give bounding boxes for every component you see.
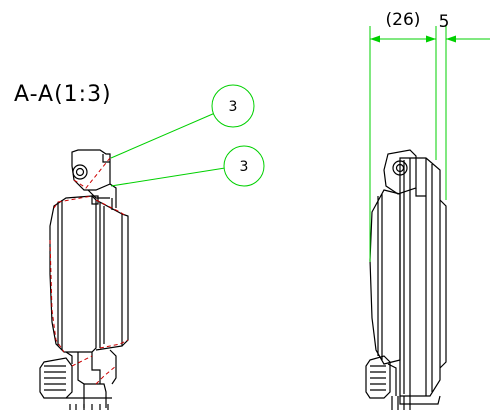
balloon-2 [223, 145, 265, 187]
section-knob [39, 349, 117, 410]
section-cut-lines [49, 157, 129, 385]
side-shell [369, 189, 401, 365]
dimension-label-5: 5 [439, 12, 450, 32]
dimension-arrow-middle [426, 35, 436, 43]
dimension-arrow-right [446, 35, 456, 43]
balloon-callouts: 3 3 [110, 84, 265, 187]
section-hinge [71, 149, 111, 199]
side-knob [365, 355, 411, 410]
balloon-1 [211, 84, 255, 128]
dimensions: (26) 5 [369, 10, 490, 262]
balloon-2-label: 3 [240, 159, 249, 175]
dimension-label-26: (26) [386, 10, 421, 30]
section-body [91, 183, 129, 351]
side-view [365, 149, 447, 410]
section-view [39, 149, 129, 410]
leader-line-1 [110, 112, 216, 159]
balloon-1-label: 3 [229, 99, 238, 115]
section-view-label: A-A(1:3) [14, 82, 112, 107]
side-body [399, 157, 447, 405]
section-shell [49, 195, 97, 353]
leader-line-2 [110, 167, 226, 187]
dimension-arrow-left [370, 35, 380, 43]
